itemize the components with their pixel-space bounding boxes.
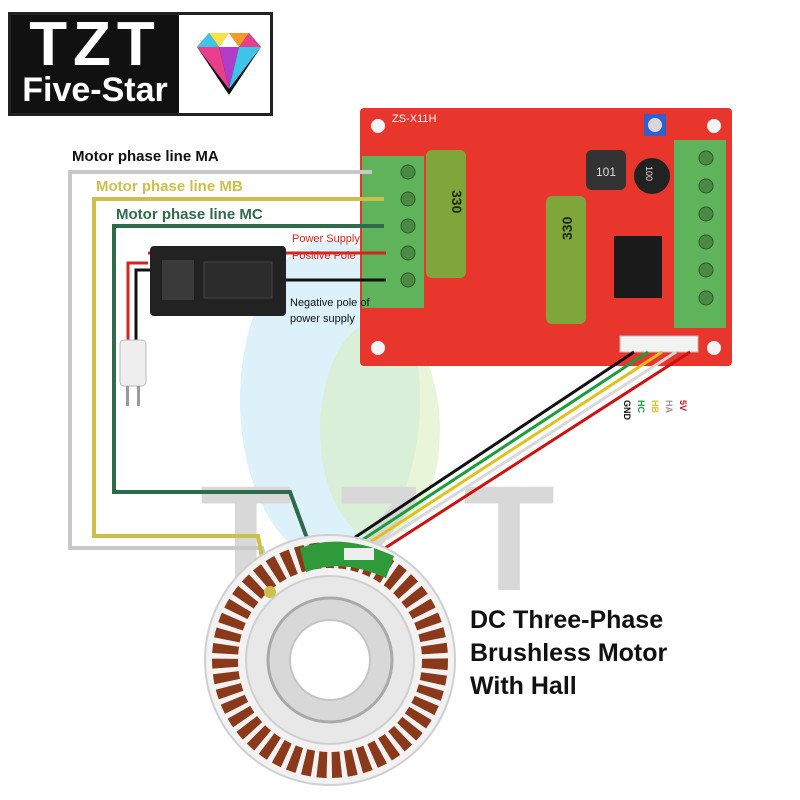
wire-power-positive-plug (126, 261, 148, 342)
board-mount-hole (371, 119, 385, 133)
capacitor-small (634, 158, 670, 194)
capacitor-large-2 (546, 196, 586, 324)
diamond-icon (197, 33, 261, 95)
motor-title-line2: Brushless Motor (470, 639, 668, 667)
terminal-block-left (362, 156, 424, 308)
driver-ic (614, 236, 662, 298)
capacitor-large-1-label: 330 (449, 190, 465, 214)
terminal-screw (698, 150, 714, 166)
logo-line2: Five-Star (22, 71, 168, 109)
wire-motor-mb (92, 197, 384, 591)
watermark-swirl-2 (320, 320, 440, 540)
wire-motor-mc (112, 224, 384, 569)
motor-hall-connector (344, 548, 374, 560)
power-adapter (150, 246, 286, 316)
plug-prong (126, 386, 129, 406)
terminal-screw (400, 191, 416, 207)
logo-black-block: TZT Five-Star (11, 10, 179, 113)
terminal-screw (400, 218, 416, 234)
label-power-positive-1: Power Supply (292, 233, 360, 245)
terminal-screw (698, 262, 714, 278)
label-motor-ma: Motor phase line MA (72, 148, 219, 165)
hall-connector (619, 335, 699, 353)
terminal-screw (400, 272, 416, 288)
motor-title: DC Three-Phase Brushless Motor With Hall (470, 604, 667, 703)
bldc-motor (204, 534, 456, 786)
motor-title-line3: With Hall (470, 672, 577, 700)
hall-pin-ha: HA (664, 400, 674, 413)
capacitor-large-2-label: 330 (559, 216, 575, 240)
adapter-vents (203, 261, 273, 299)
board-mount-hole (707, 119, 721, 133)
wire-hall-5v (381, 350, 691, 552)
terminal-screw (400, 164, 416, 180)
motor-center-hole (289, 619, 371, 701)
capacitor-large-1 (426, 150, 466, 278)
brand-logo: TZT Five-Star (8, 10, 273, 116)
terminal-screws-left (400, 164, 416, 288)
hall-pin-hc: HC (636, 400, 646, 413)
terminal-screw (400, 245, 416, 261)
logo-line1: TZT (29, 10, 161, 79)
wire-hall-hb (363, 350, 663, 548)
board-model-label: ZS-X11H (392, 113, 436, 125)
adapter-label (162, 260, 194, 300)
label-power-positive-2: Positive Pole (292, 250, 356, 262)
controller-board: ZS-X11H 330 (360, 108, 732, 366)
wire-hall-gnd (347, 350, 635, 544)
power-plug (119, 339, 147, 406)
motor-phase-terminal (264, 586, 276, 598)
terminal-screw (698, 206, 714, 222)
terminal-screw (698, 290, 714, 306)
hall-pin-hb: HB (650, 400, 660, 413)
potentiometer-knob (648, 118, 662, 132)
terminal-screws-right (698, 150, 714, 306)
label-power-negative-1: Negative pole of (290, 297, 370, 309)
label-motor-mb: Motor phase line MB (96, 178, 243, 195)
board-mount-hole (707, 341, 721, 355)
hall-pin-gnd: GND (622, 400, 632, 420)
motor-title-line1: DC Three-Phase (470, 606, 664, 634)
inductor (586, 150, 626, 190)
board-mount-hole (371, 341, 385, 355)
label-motor-mc: Motor phase line MC (116, 206, 263, 223)
hall-pin-labels: 5V HA HB HC GND (606, 400, 696, 440)
label-power-negative-2: power supply (290, 313, 355, 325)
plug-body (119, 339, 147, 387)
hall-pin-5v: 5V (678, 400, 688, 412)
wire-hall-ha (371, 350, 677, 550)
plug-prong (137, 386, 140, 406)
terminal-screw (698, 178, 714, 194)
terminal-screw (698, 234, 714, 250)
inductor-label: 101 (596, 165, 616, 179)
capacitor-small-label: 100 (644, 166, 654, 181)
wire-hall-hc (355, 350, 649, 546)
wire-power-negative-plug (134, 268, 150, 342)
